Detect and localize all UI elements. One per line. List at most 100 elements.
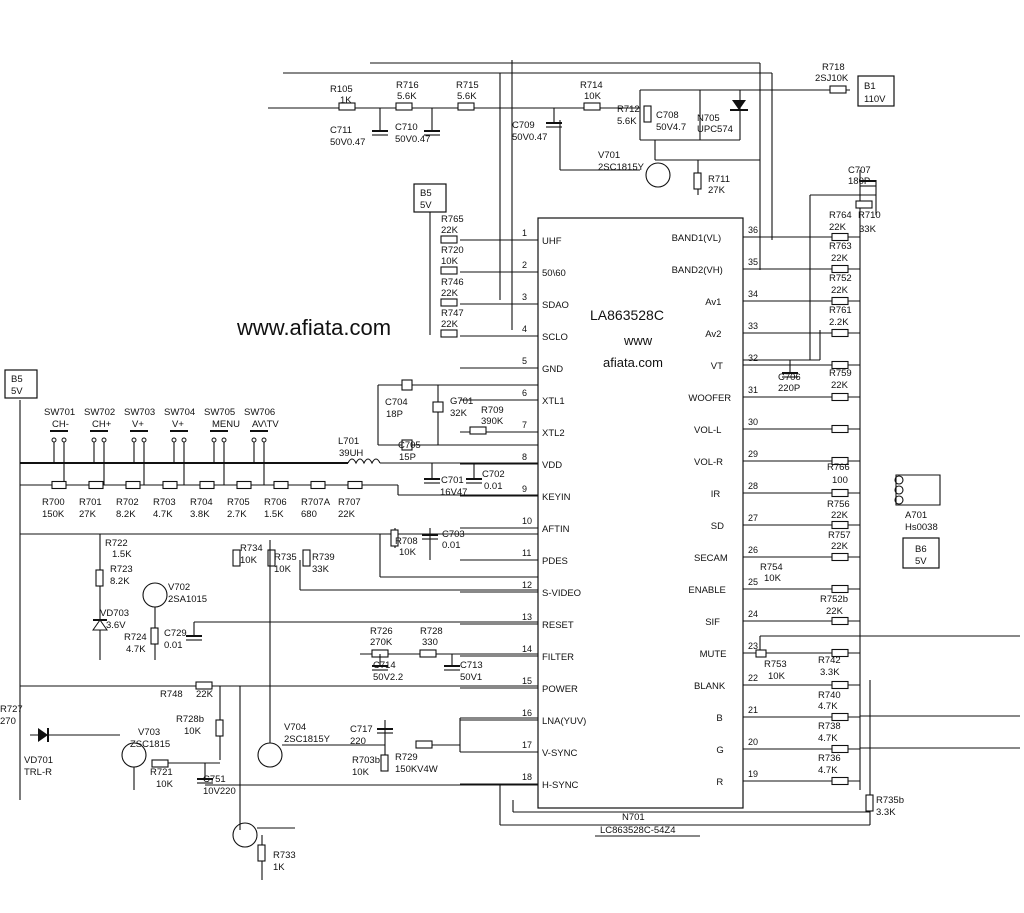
val-r752: 22K [831,285,849,296]
ic-pin-signal: 50\60 [542,268,566,279]
ref-v704: V704 [284,722,306,733]
ic-pin-number: 8 [522,452,527,462]
top-rail [268,60,850,330]
ic-pin-signal: KEYIN [542,492,571,503]
ref-r739: R739 [312,552,335,563]
switch-ref: SW706 [244,407,275,418]
ic-pin-signal: G [716,745,723,756]
key-resistor-ref: R701 [79,497,102,508]
ic-pin-resistor [831,616,849,626]
switch-contact [51,437,57,443]
val-r747: 22K [441,319,459,330]
val-r722: 1.5K [112,549,132,560]
val-c705: 15P [399,452,416,463]
ref-r736: R736 [818,753,841,764]
ref-c709: C709 [512,120,535,131]
bottom-section [20,540,538,880]
ic-pin-signal: PDES [542,556,568,567]
ref-c710: C710 [395,122,418,133]
supply-b1-name: B1 [864,81,876,92]
val-r761: 2.2K [829,317,849,328]
ic-pin-signal: BAND2(VH) [672,265,723,276]
ic-pin-signal: BAND1(VL) [672,233,722,244]
val-r718: 2SJ10K [815,73,849,84]
ic-pin-signal: ENABLE [688,585,726,596]
ic-pin-resistor [831,296,849,306]
ref-c713: C713 [460,660,483,671]
resistor-r715 [457,102,475,111]
ref-r708: R708 [395,536,418,547]
ic-pin-resistor [831,712,849,722]
ic-pin-resistor [831,360,849,370]
ic-pin-number: 23 [748,641,758,651]
val-r735-b: 3.3K [876,807,896,818]
ref-r728-b: R728b [176,714,204,725]
ic-pin-number: 24 [748,609,758,619]
ref-r764: R764 [829,210,852,221]
crystal-section [377,379,538,451]
supply-b5-left-name: B5 [11,374,23,385]
ref-r734: R734 [240,543,263,554]
ic-pin-number: 13 [522,612,532,622]
switch-ref: SW703 [124,407,155,418]
ic-pin-signal: VOL-R [694,457,723,468]
ic-pin-signal: SECAM [694,553,728,564]
key-resistor [199,480,215,490]
val-r763: 22K [831,253,849,264]
val-r753: 10K [768,671,786,682]
ref-c705: C705 [398,440,421,451]
ref-r752: R752 [829,273,852,284]
val-r740: 4.7K [818,701,838,712]
switch-label: V+ [132,419,144,430]
ic-pin-signal: AFTIN [542,524,570,535]
ref-r738: R738 [818,721,841,732]
ic-pin-resistor [831,232,849,242]
val-c709: 50V0.47 [512,132,547,143]
val-r766: 100 [832,475,848,486]
key-resistor-ref: R707A [301,497,331,508]
ref-r735: R735 [274,552,297,563]
val-r105: 1K [340,95,352,106]
key-resistor [236,480,252,490]
val-r757: 22K [831,541,849,552]
key-resistor-value: 1.5K [264,509,284,520]
ic-pin-signal: SIF [705,617,720,628]
ic-pin-number: 21 [748,705,758,715]
ref-r710: R710 [858,210,881,221]
val-c710: 50V0.47 [395,134,430,145]
val-v701: 2SC1815Y [598,162,645,173]
val-r754: 10K [764,573,782,584]
switch-label: V+ [172,419,184,430]
ic-pin-signal: BLANK [694,681,726,692]
val-r723: 8.2K [110,576,130,587]
ref-c751: C751 [203,774,226,785]
key-resistor-ref: R703 [153,497,176,508]
switch-ref: SW702 [84,407,115,418]
supply-b6-box [902,537,940,569]
val-l701: 39UH [339,448,363,459]
ic-pin-signal: SD [711,521,724,532]
val-c729: 0.01 [164,640,183,651]
ref-c701: C701 [441,475,464,486]
ref-b6: B6 [915,544,927,555]
ic-pin-resistor [831,648,849,658]
ic-pin-resistor [831,552,849,562]
ref-r765: R765 [441,214,464,225]
resistor-r714 [583,102,601,111]
ic-pin-number: 26 [748,545,758,555]
ic-pin-number: 33 [748,321,758,331]
watermark-text: www.afiata.com [236,315,391,340]
val-v702: 2SA1015 [168,594,207,605]
ic-pin-signal: LNA(YUV) [542,716,586,727]
ic-pin-resistor [831,456,849,466]
ref-r712: R712 [617,104,640,115]
ref-r733: R733 [273,850,296,861]
val-r711: 27K [708,185,726,196]
ref-r716: R716 [396,80,419,91]
ic-pin-signal: RESET [542,620,574,631]
ref-g701: G701 [450,396,473,407]
ref-r746: R746 [441,277,464,288]
key-resistor-value: 4.7K [153,509,173,520]
ref-a701: A701 [905,510,927,521]
val-r735: 10K [274,564,292,575]
